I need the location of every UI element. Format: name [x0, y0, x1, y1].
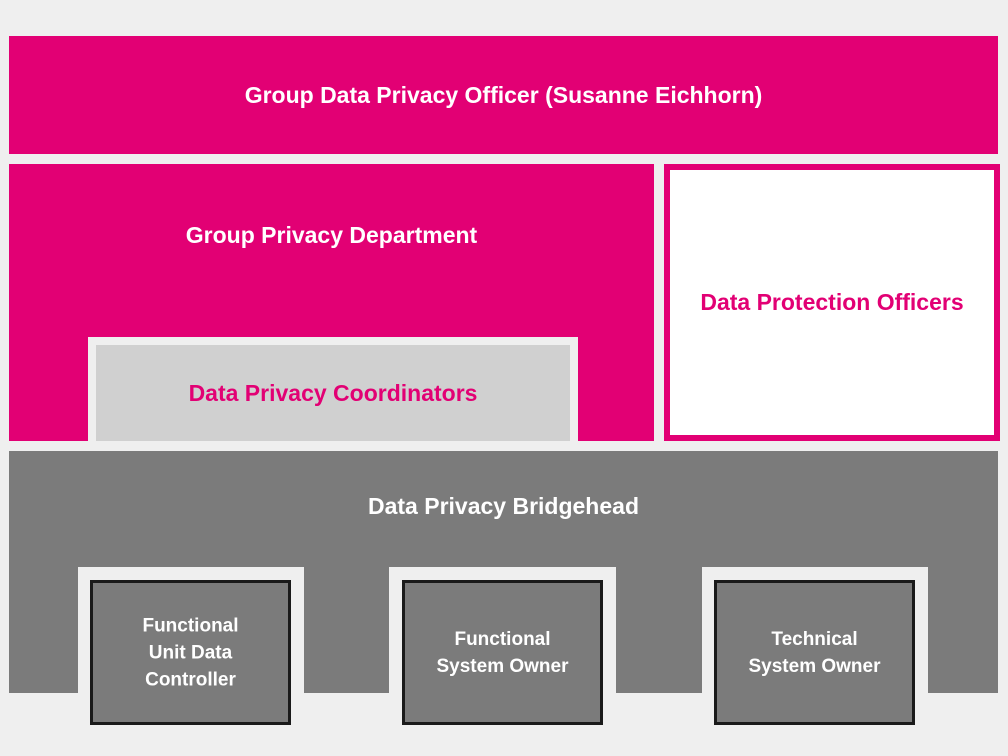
functional-system-owner-label: Functional System Owner	[405, 626, 600, 680]
data-protection-officers-box: Data Protection Officers	[664, 164, 1000, 441]
functional-unit-data-controller-label: Functional Unit Data Controller	[93, 612, 288, 693]
data-privacy-coordinators-label: Data Privacy Coordinators	[188, 380, 478, 406]
group-privacy-department-label: Group Privacy Department	[185, 222, 478, 248]
role-line: System Owner	[748, 655, 881, 677]
role-line: Functional	[454, 628, 551, 650]
functional-system-owner-box: Functional System Owner	[402, 580, 603, 725]
data-privacy-bridgehead-label: Data Privacy Bridgehead	[367, 493, 639, 519]
role-line: Functional	[142, 615, 239, 636]
functional-unit-data-controller-box: Functional Unit Data Controller	[90, 580, 291, 725]
data-privacy-coordinators-box: Data Privacy Coordinators	[96, 345, 570, 441]
technical-system-owner-box: Technical System Owner	[714, 580, 915, 725]
role-line: Unit Data	[148, 642, 233, 663]
data-protection-officers-label: Data Protection Officers	[700, 289, 964, 315]
technical-system-owner-label: Technical System Owner	[717, 626, 912, 680]
group-data-privacy-officer-box: Group Data Privacy Officer (Susanne Eich…	[9, 36, 998, 154]
group-data-privacy-officer-label: Group Data Privacy Officer (Susanne Eich…	[244, 82, 763, 108]
role-line: Technical	[771, 628, 858, 650]
role-line: System Owner	[436, 655, 569, 677]
role-line: Controller	[145, 669, 236, 690]
